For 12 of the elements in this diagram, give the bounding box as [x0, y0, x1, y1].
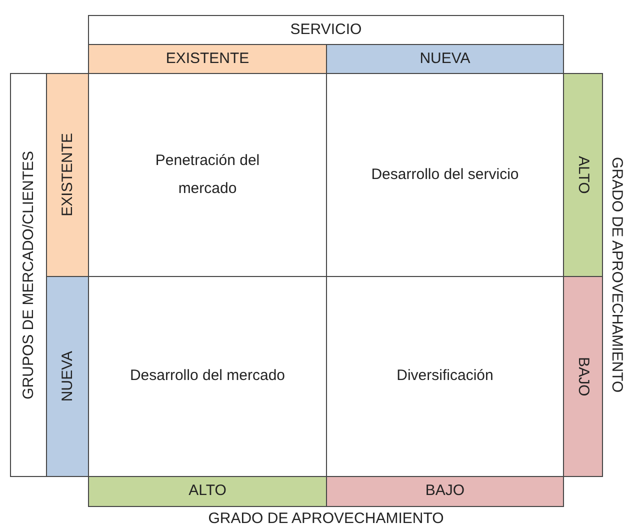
axis-title: GRADO DE APROVECHAMIENTO: [208, 509, 444, 530]
row-header-cell: BAJO: [563, 276, 603, 477]
row-header-cell: ALTO: [563, 73, 603, 277]
row-header-cell: EXISTENTE: [46, 73, 89, 277]
header-cell: EXISTENTE: [88, 44, 327, 74]
axis-title-cell: GRUPOS DE MERCADO/CLIENTES: [10, 73, 47, 477]
header-cell: SERVICIO: [88, 15, 564, 45]
row-header-cell: NUEVA: [46, 276, 89, 477]
header-cell: NUEVA: [326, 44, 564, 74]
axis-title: GRADO DE APROVECHAMIENTO: [608, 157, 626, 393]
footer-cell: BAJO: [326, 476, 564, 507]
footer-cell: ALTO: [88, 476, 327, 507]
